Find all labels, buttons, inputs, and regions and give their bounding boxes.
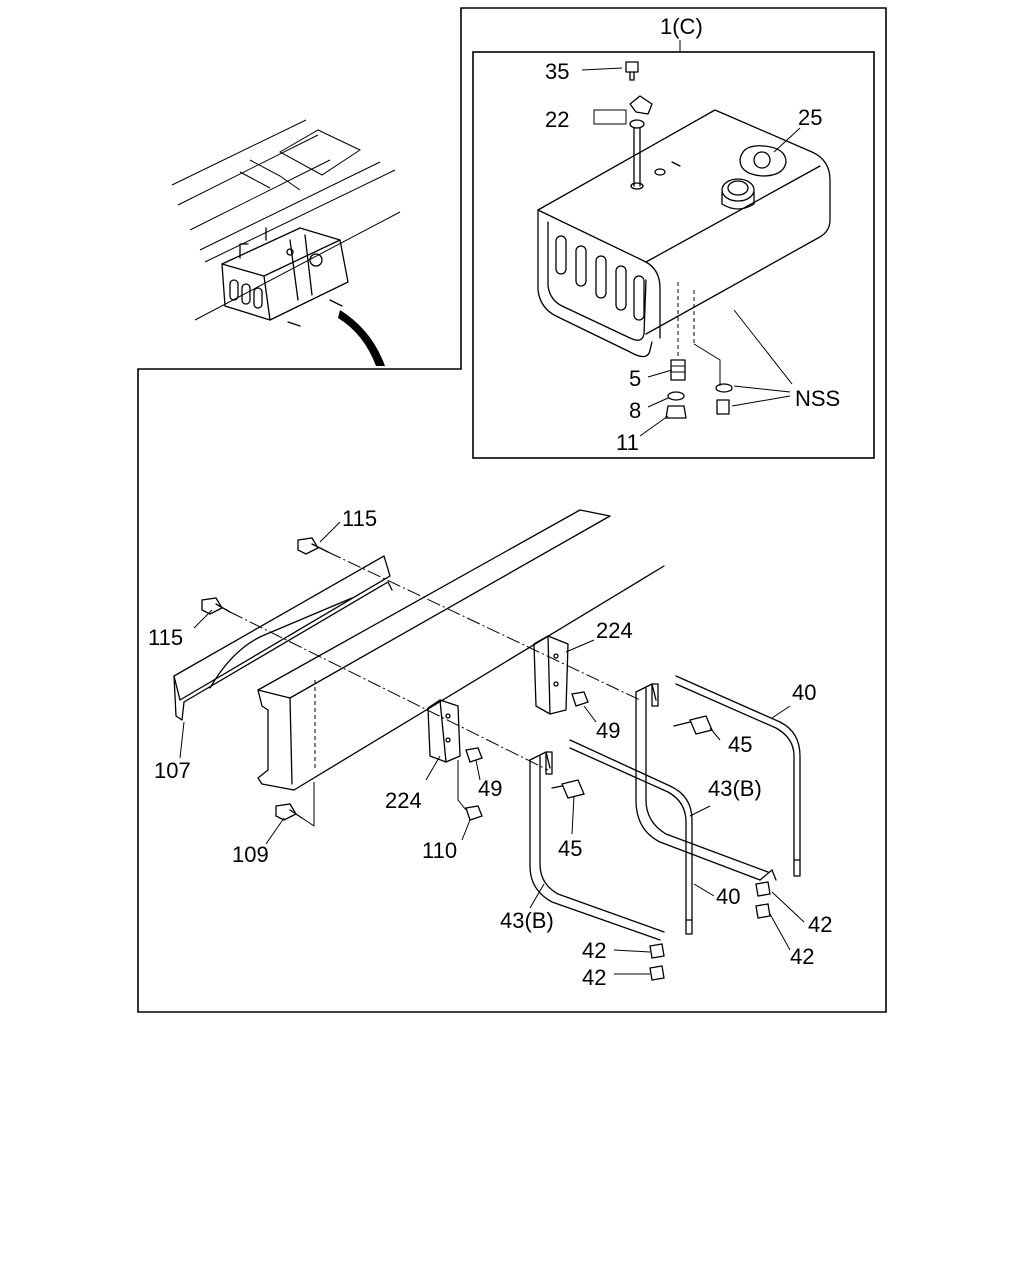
fuel-tank	[537, 61, 831, 419]
frame-rail	[257, 509, 665, 791]
label-5: 5	[629, 366, 641, 391]
assembly-inner-frame	[472, 51, 875, 459]
lower-leaders	[179, 521, 805, 975]
bracket-224-b	[533, 635, 569, 715]
label-42-c: 42	[808, 912, 832, 937]
strap-assembly-right	[635, 675, 801, 919]
label-40-a: 40	[792, 680, 816, 705]
label-42-d: 42	[790, 944, 814, 969]
label-109: 109	[232, 842, 269, 867]
label-11: 11	[616, 430, 639, 455]
label-45-b: 45	[558, 836, 582, 861]
label-115-b: 115	[148, 625, 183, 650]
label-115-a: 115	[342, 506, 377, 531]
bracket-107	[173, 555, 393, 721]
label-49-b: 49	[478, 776, 502, 801]
label-43b-a: 43(B)	[708, 776, 762, 801]
label-45-a: 45	[728, 732, 752, 757]
label-35: 35	[545, 59, 569, 84]
label-224-b: 224	[596, 618, 633, 643]
center-lines	[229, 551, 641, 827]
label-42-b: 42	[582, 965, 606, 990]
label-22: 22	[545, 107, 569, 132]
main-frame	[137, 7, 887, 1013]
label-8: 8	[629, 398, 641, 423]
label-25: 25	[798, 105, 822, 130]
part-labels: 1(C) 35 22 25 5 8 11 NSS 115 115 107 109…	[148, 14, 840, 990]
label-107: 107	[154, 758, 191, 783]
vehicle-location-view	[171, 119, 401, 366]
label-assembly: 1(C)	[660, 14, 703, 39]
strap-assembly-left	[529, 739, 693, 981]
label-nss: NSS	[795, 386, 840, 411]
assembly-leaders	[581, 40, 801, 437]
label-43b-b: 43(B)	[500, 908, 554, 933]
label-49-a: 49	[596, 718, 620, 743]
label-110: 110	[422, 838, 457, 863]
bracket-224-a	[427, 699, 461, 763]
fasteners-rail	[201, 537, 589, 821]
label-42-a: 42	[582, 938, 606, 963]
label-40-b: 40	[716, 884, 740, 909]
label-224-a: 224	[385, 788, 422, 813]
